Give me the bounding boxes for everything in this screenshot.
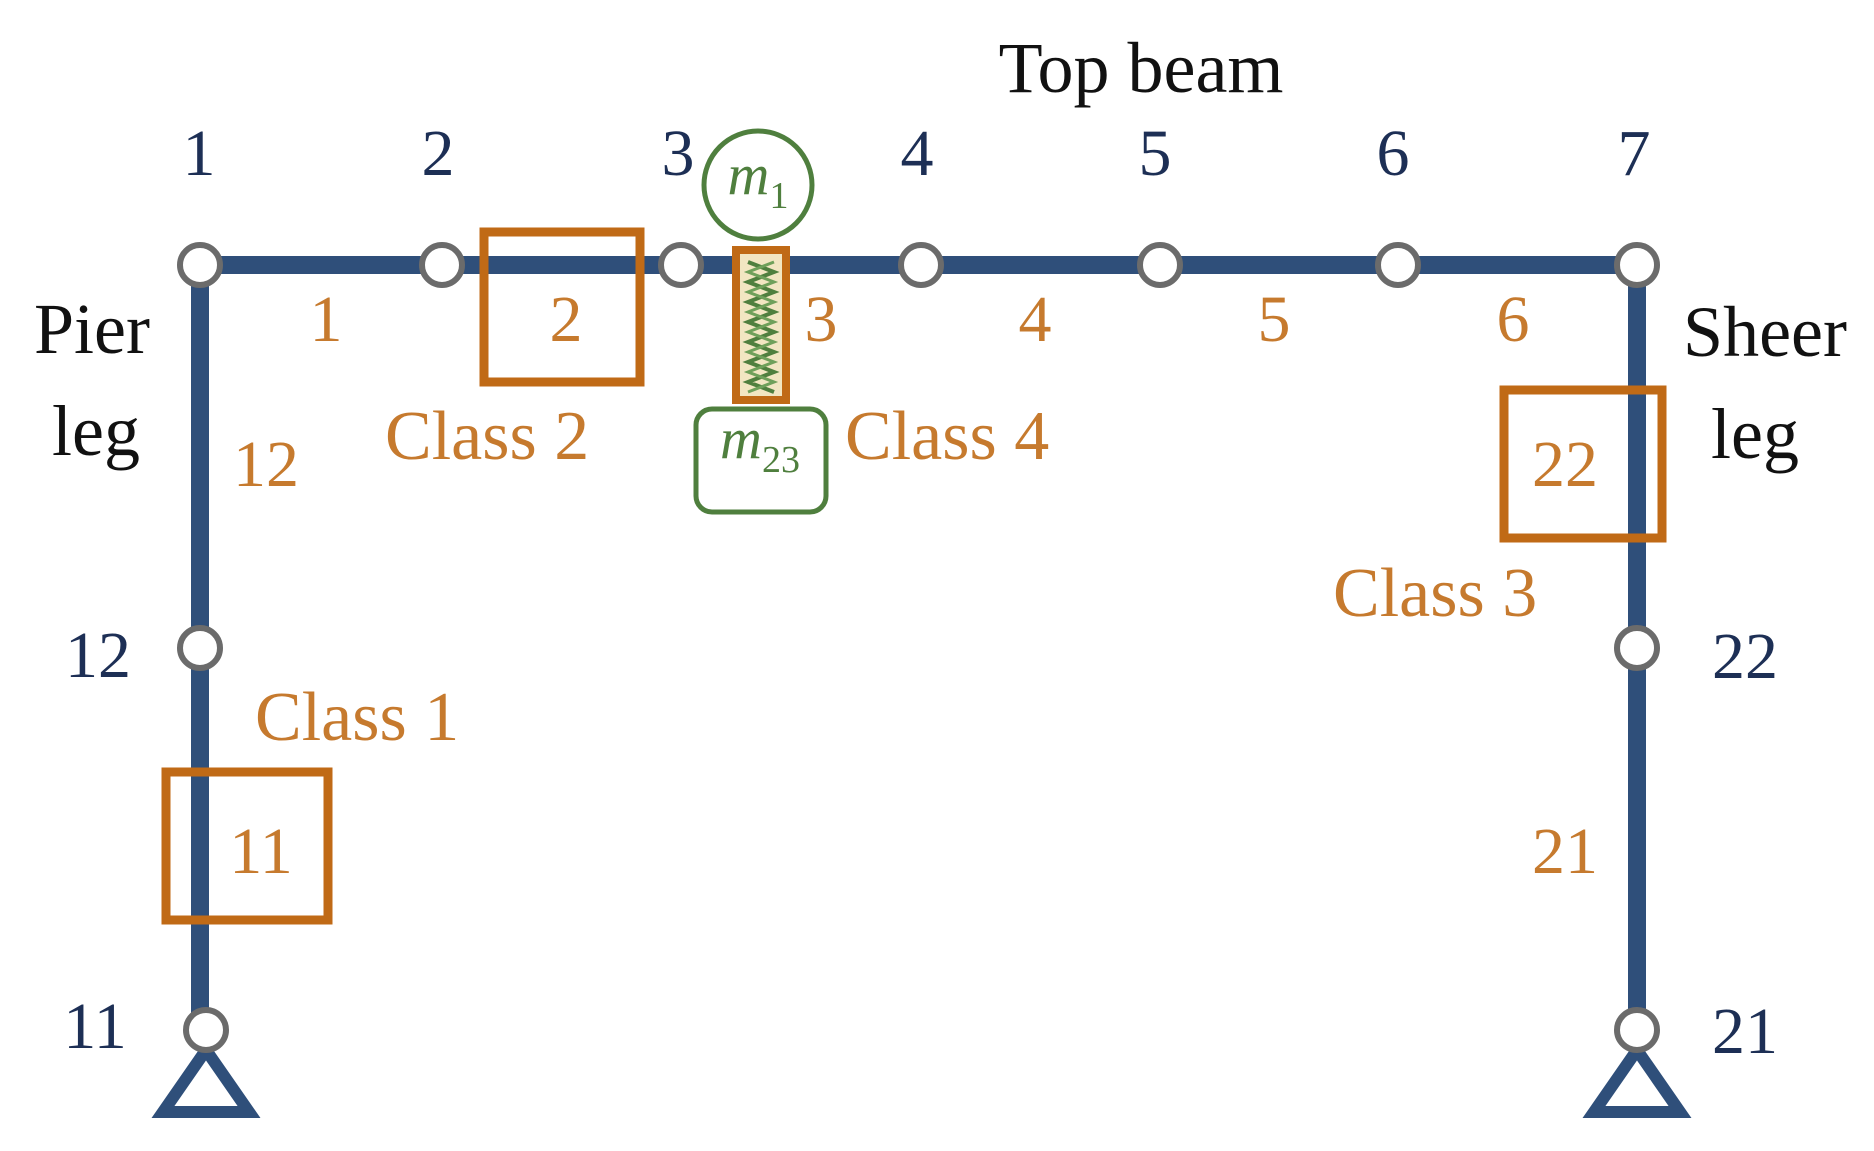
sheer-support-triangle	[1582, 1039, 1692, 1118]
element-label-22: 22	[1532, 428, 1598, 501]
class3-highlight-box	[1499, 385, 1667, 543]
node-label-6: 6	[1377, 117, 1410, 190]
node-7	[1614, 242, 1660, 288]
node-label-21: 21	[1712, 995, 1778, 1068]
class1-highlight-box	[161, 767, 333, 925]
class2-highlight-box	[479, 227, 645, 387]
element-label-12: 12	[233, 428, 299, 501]
element-label-3: 3	[805, 283, 838, 356]
class1-label: Class 1	[255, 679, 459, 756]
element-label-2: 2	[550, 283, 583, 356]
node-label-3: 3	[662, 117, 695, 190]
sheer-leg-label-line2: leg	[1711, 394, 1799, 474]
node-label-4: 4	[901, 117, 934, 190]
top-beam-label: Top beam	[999, 28, 1284, 108]
frame-members	[191, 256, 1646, 1034]
class2-label: Class 2	[385, 398, 589, 475]
sheer-leg-label-line1: Sheer	[1683, 292, 1847, 372]
mass-m23-label: m23	[720, 406, 800, 481]
mass-m1-label: m1	[728, 142, 789, 217]
mass-m23-box	[693, 406, 829, 515]
node-label-7: 7	[1618, 117, 1651, 190]
pier-leg-label-line2: leg	[52, 391, 140, 471]
pier-leg-label-line1: Pier	[34, 289, 150, 369]
nodes	[177, 242, 1660, 1053]
node-1	[177, 242, 223, 288]
element-label-11: 11	[229, 815, 293, 888]
node-3	[658, 242, 704, 288]
node-label-2: 2	[422, 117, 455, 190]
node-label-12: 12	[65, 619, 131, 692]
node-6	[1375, 242, 1421, 288]
node-2	[419, 242, 465, 288]
element-label-4: 4	[1019, 283, 1052, 356]
element-label-5: 5	[1258, 283, 1291, 356]
class4-label: Class 4	[845, 398, 1049, 475]
node-5	[1137, 242, 1183, 288]
class3-label: Class 3	[1333, 555, 1537, 632]
node-12	[177, 625, 223, 671]
node-label-1: 1	[183, 117, 216, 190]
node-label-11: 11	[63, 990, 127, 1063]
element-label-1: 1	[310, 283, 343, 356]
spring-element	[732, 246, 790, 404]
node-21	[1614, 1007, 1660, 1053]
node-4	[898, 242, 944, 288]
node-22	[1614, 625, 1660, 671]
node-label-22: 22	[1712, 620, 1778, 693]
element-label-21: 21	[1532, 815, 1598, 888]
element-label-6: 6	[1497, 283, 1530, 356]
mass-m1-circle	[701, 128, 815, 242]
node-label-5: 5	[1139, 117, 1172, 190]
node-11	[183, 1007, 229, 1053]
highlight-boxes	[161, 227, 1667, 925]
pier-support-triangle	[151, 1039, 261, 1118]
